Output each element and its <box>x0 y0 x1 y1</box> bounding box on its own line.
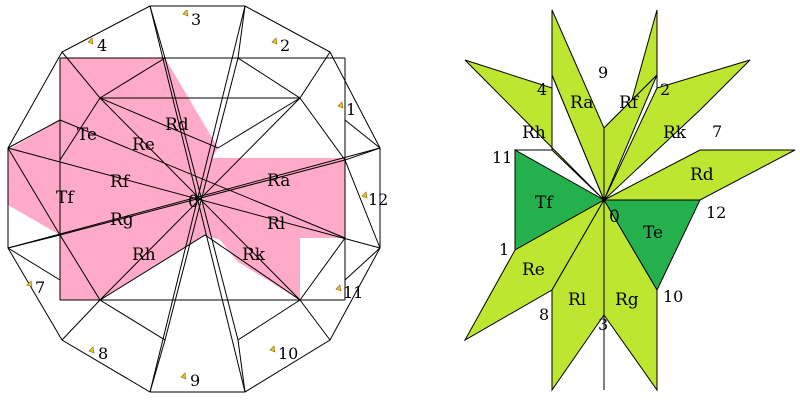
piece-re-label: Re <box>132 135 155 155</box>
piece-rl-label: Rl <box>267 214 285 234</box>
number-10: 10 <box>663 287 683 306</box>
piece-rf-body <box>603 74 658 201</box>
piece-ra-label: Ra <box>267 171 290 191</box>
left-center-label: 0 <box>188 192 199 212</box>
piece-re-label: Re <box>522 260 545 280</box>
number-3: 3 <box>598 315 608 334</box>
marker-1-icon <box>337 101 344 109</box>
piece-rl-label: Rl <box>568 290 586 310</box>
piece-rg-label: Rg <box>615 290 639 310</box>
number-2: 2 <box>660 80 670 99</box>
marker-8-icon <box>88 346 95 354</box>
piece-tf-label: Tf <box>535 193 554 213</box>
right-center-label: 0 <box>609 207 620 227</box>
piece-rh-label: Rh <box>522 123 546 143</box>
piece-rd-label: Rd <box>165 115 189 135</box>
number-7: 7 <box>712 122 722 141</box>
marker-2-label: 2 <box>280 36 290 55</box>
number-11: 11 <box>492 148 512 167</box>
right-star-labels: 9 4 2 7 11 12 1 10 8 3 Ra Rf Rh Rk Rd Tf… <box>492 63 726 334</box>
piece-tf-label: Tf <box>56 188 75 208</box>
piece-rd-label: Rd <box>690 165 714 185</box>
center-point <box>602 198 606 202</box>
piece-rh-label: Rh <box>132 245 156 265</box>
marker-1-label: 1 <box>346 100 356 119</box>
piece-rk-label: Rk <box>242 245 266 265</box>
piece-te-label: Te <box>77 125 97 145</box>
marker-3-icon <box>182 9 189 17</box>
number-9: 9 <box>598 63 608 82</box>
marker-7-label: 7 <box>35 278 45 297</box>
marker-9-icon <box>180 372 187 380</box>
marker-9-label: 9 <box>190 371 200 390</box>
number-12: 12 <box>706 203 726 222</box>
piece-rg-label: Rg <box>110 210 134 230</box>
right-star-figure <box>463 9 796 392</box>
marker-3-label: 3 <box>191 10 201 29</box>
marker-4-icon <box>87 37 94 45</box>
marker-10-label: 10 <box>278 344 298 363</box>
number-8: 8 <box>539 305 549 324</box>
piece-rf-label: Rf <box>110 172 131 192</box>
piece-ra-label: Ra <box>570 93 593 113</box>
pink-region <box>8 58 345 300</box>
marker-12-icon <box>361 191 368 199</box>
marker-4-label: 4 <box>97 36 107 55</box>
marker-12-label: 12 <box>368 190 388 209</box>
number-1: 1 <box>499 240 509 259</box>
piece-rf-label: Rf <box>619 93 640 113</box>
left-dodecagon-figure: 3 2 1 12 11 10 9 8 7 4 Te Re Rd Rf Tf Rg… <box>7 5 388 393</box>
tiling-lines <box>7 5 381 393</box>
marker-8-label: 8 <box>98 344 108 363</box>
number-4: 4 <box>537 80 547 99</box>
marker-7-icon <box>26 280 33 288</box>
marker-10-icon <box>269 345 276 353</box>
piece-rk <box>603 59 751 201</box>
marker-11-icon <box>335 284 342 292</box>
piece-te-label: Te <box>643 223 663 243</box>
edge-markers <box>26 9 368 380</box>
marker-11-label: 11 <box>343 283 363 302</box>
piece-rk-label: Rk <box>663 123 687 143</box>
marker-2-icon <box>271 37 278 45</box>
